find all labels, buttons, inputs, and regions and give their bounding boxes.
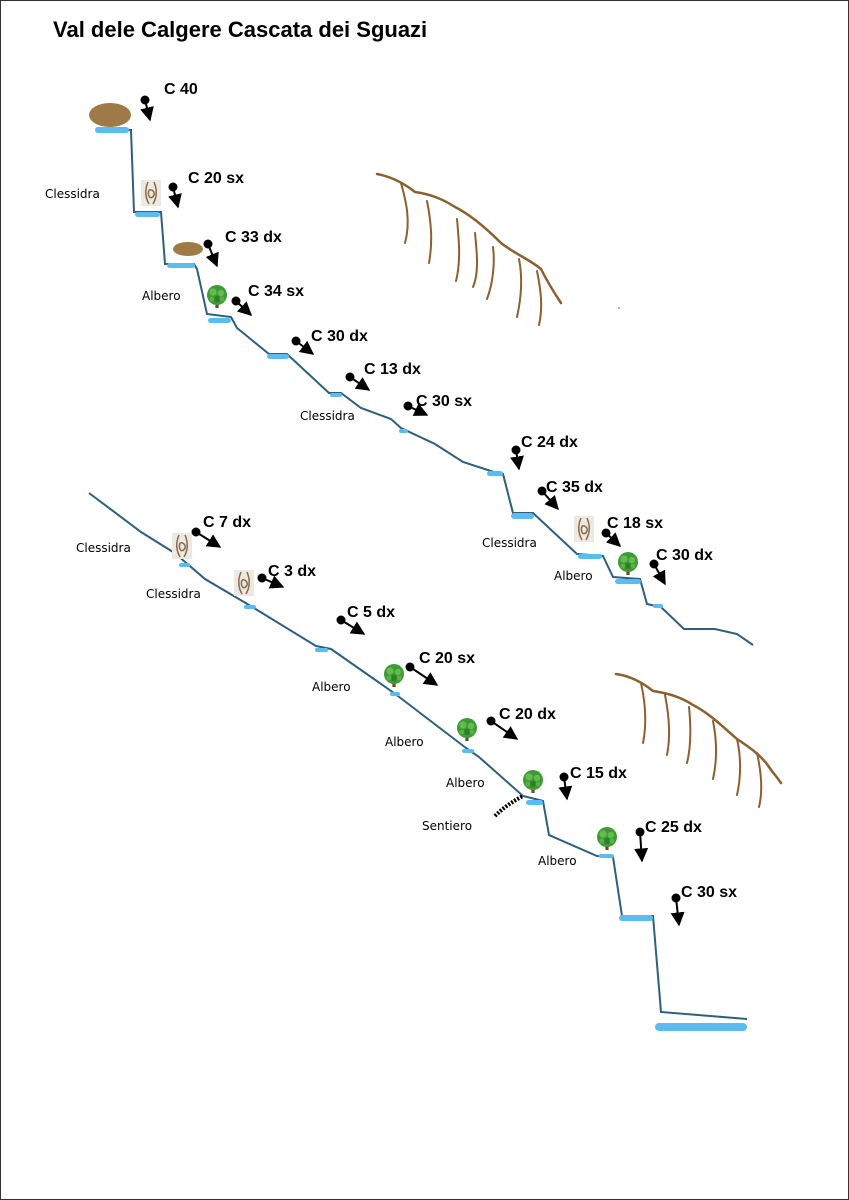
anchor-label: Clessidra <box>482 536 537 550</box>
rappel-label: C 30 sx <box>416 393 472 410</box>
rappel-label: C 18 sx <box>607 515 663 532</box>
anchor-label: Clessidra <box>45 187 100 201</box>
rock-wall-lower <box>614 672 783 808</box>
rappel-label: C 15 dx <box>570 765 627 782</box>
tree-icon <box>523 770 543 793</box>
rappel-label: C 30 sx <box>681 884 737 901</box>
rappel-labels: C 40 C 20 sx C 33 dx C 34 sx C 30 dx C 1… <box>164 81 737 901</box>
anchor-labels: Clessidra Albero Clessidra Clessidra Alb… <box>45 187 593 868</box>
tree-icon <box>207 285 227 308</box>
rappel-label: C 5 dx <box>347 604 395 621</box>
rappel-label: C 25 dx <box>645 819 702 836</box>
rappel-label: C 40 <box>164 81 198 98</box>
route-line-upper <box>96 129 754 646</box>
rappel-label: C 3 dx <box>268 563 316 580</box>
rock-wall-upper <box>375 172 563 326</box>
anchor-label: Clessidra <box>76 541 131 555</box>
tree-icon <box>618 552 638 575</box>
rappel-label: C 20 sx <box>188 170 244 187</box>
rappel-label: C 7 dx <box>203 514 251 531</box>
anchor-label: Albero <box>446 776 485 790</box>
tree-icon <box>384 664 404 687</box>
anchor-label: Albero <box>538 854 577 868</box>
clessidra-icon <box>171 532 193 560</box>
rappel-arrows <box>140 95 685 927</box>
clessidra-icon <box>140 179 162 207</box>
rappel-label: C 30 dx <box>311 328 368 345</box>
rappel-label: C 20 dx <box>499 706 556 723</box>
route-line-lower <box>88 492 748 1020</box>
boulder-icon <box>89 103 131 127</box>
rappel-label: C 34 sx <box>248 283 304 300</box>
stray-dot <box>618 307 620 309</box>
anchor-label: Clessidra <box>300 409 355 423</box>
anchor-label: Sentiero <box>422 819 472 833</box>
rappel-label: C 20 sx <box>419 650 475 667</box>
rappel-label: C 30 dx <box>656 547 713 564</box>
rappel-label: C 35 dx <box>546 479 603 496</box>
tree-icon <box>457 718 477 741</box>
anchor-label: Albero <box>312 680 351 694</box>
page-title: Val dele Calgere Cascata dei Sguazi <box>53 17 428 42</box>
clessidra-icon <box>233 569 255 597</box>
anchor-label: Albero <box>385 735 424 749</box>
rappel-label: C 33 dx <box>225 229 282 246</box>
rappel-label: C 24 dx <box>521 434 578 451</box>
clessidra-icon <box>573 515 595 543</box>
boulder-icon <box>173 242 203 256</box>
anchor-label: Albero <box>554 569 593 583</box>
anchor-label: Albero <box>142 289 181 303</box>
tree-icon <box>597 827 617 850</box>
path-icon <box>493 794 524 818</box>
ledges <box>95 127 747 1031</box>
rappel-label: C 13 dx <box>364 361 421 378</box>
anchor-label: Clessidra <box>146 587 201 601</box>
